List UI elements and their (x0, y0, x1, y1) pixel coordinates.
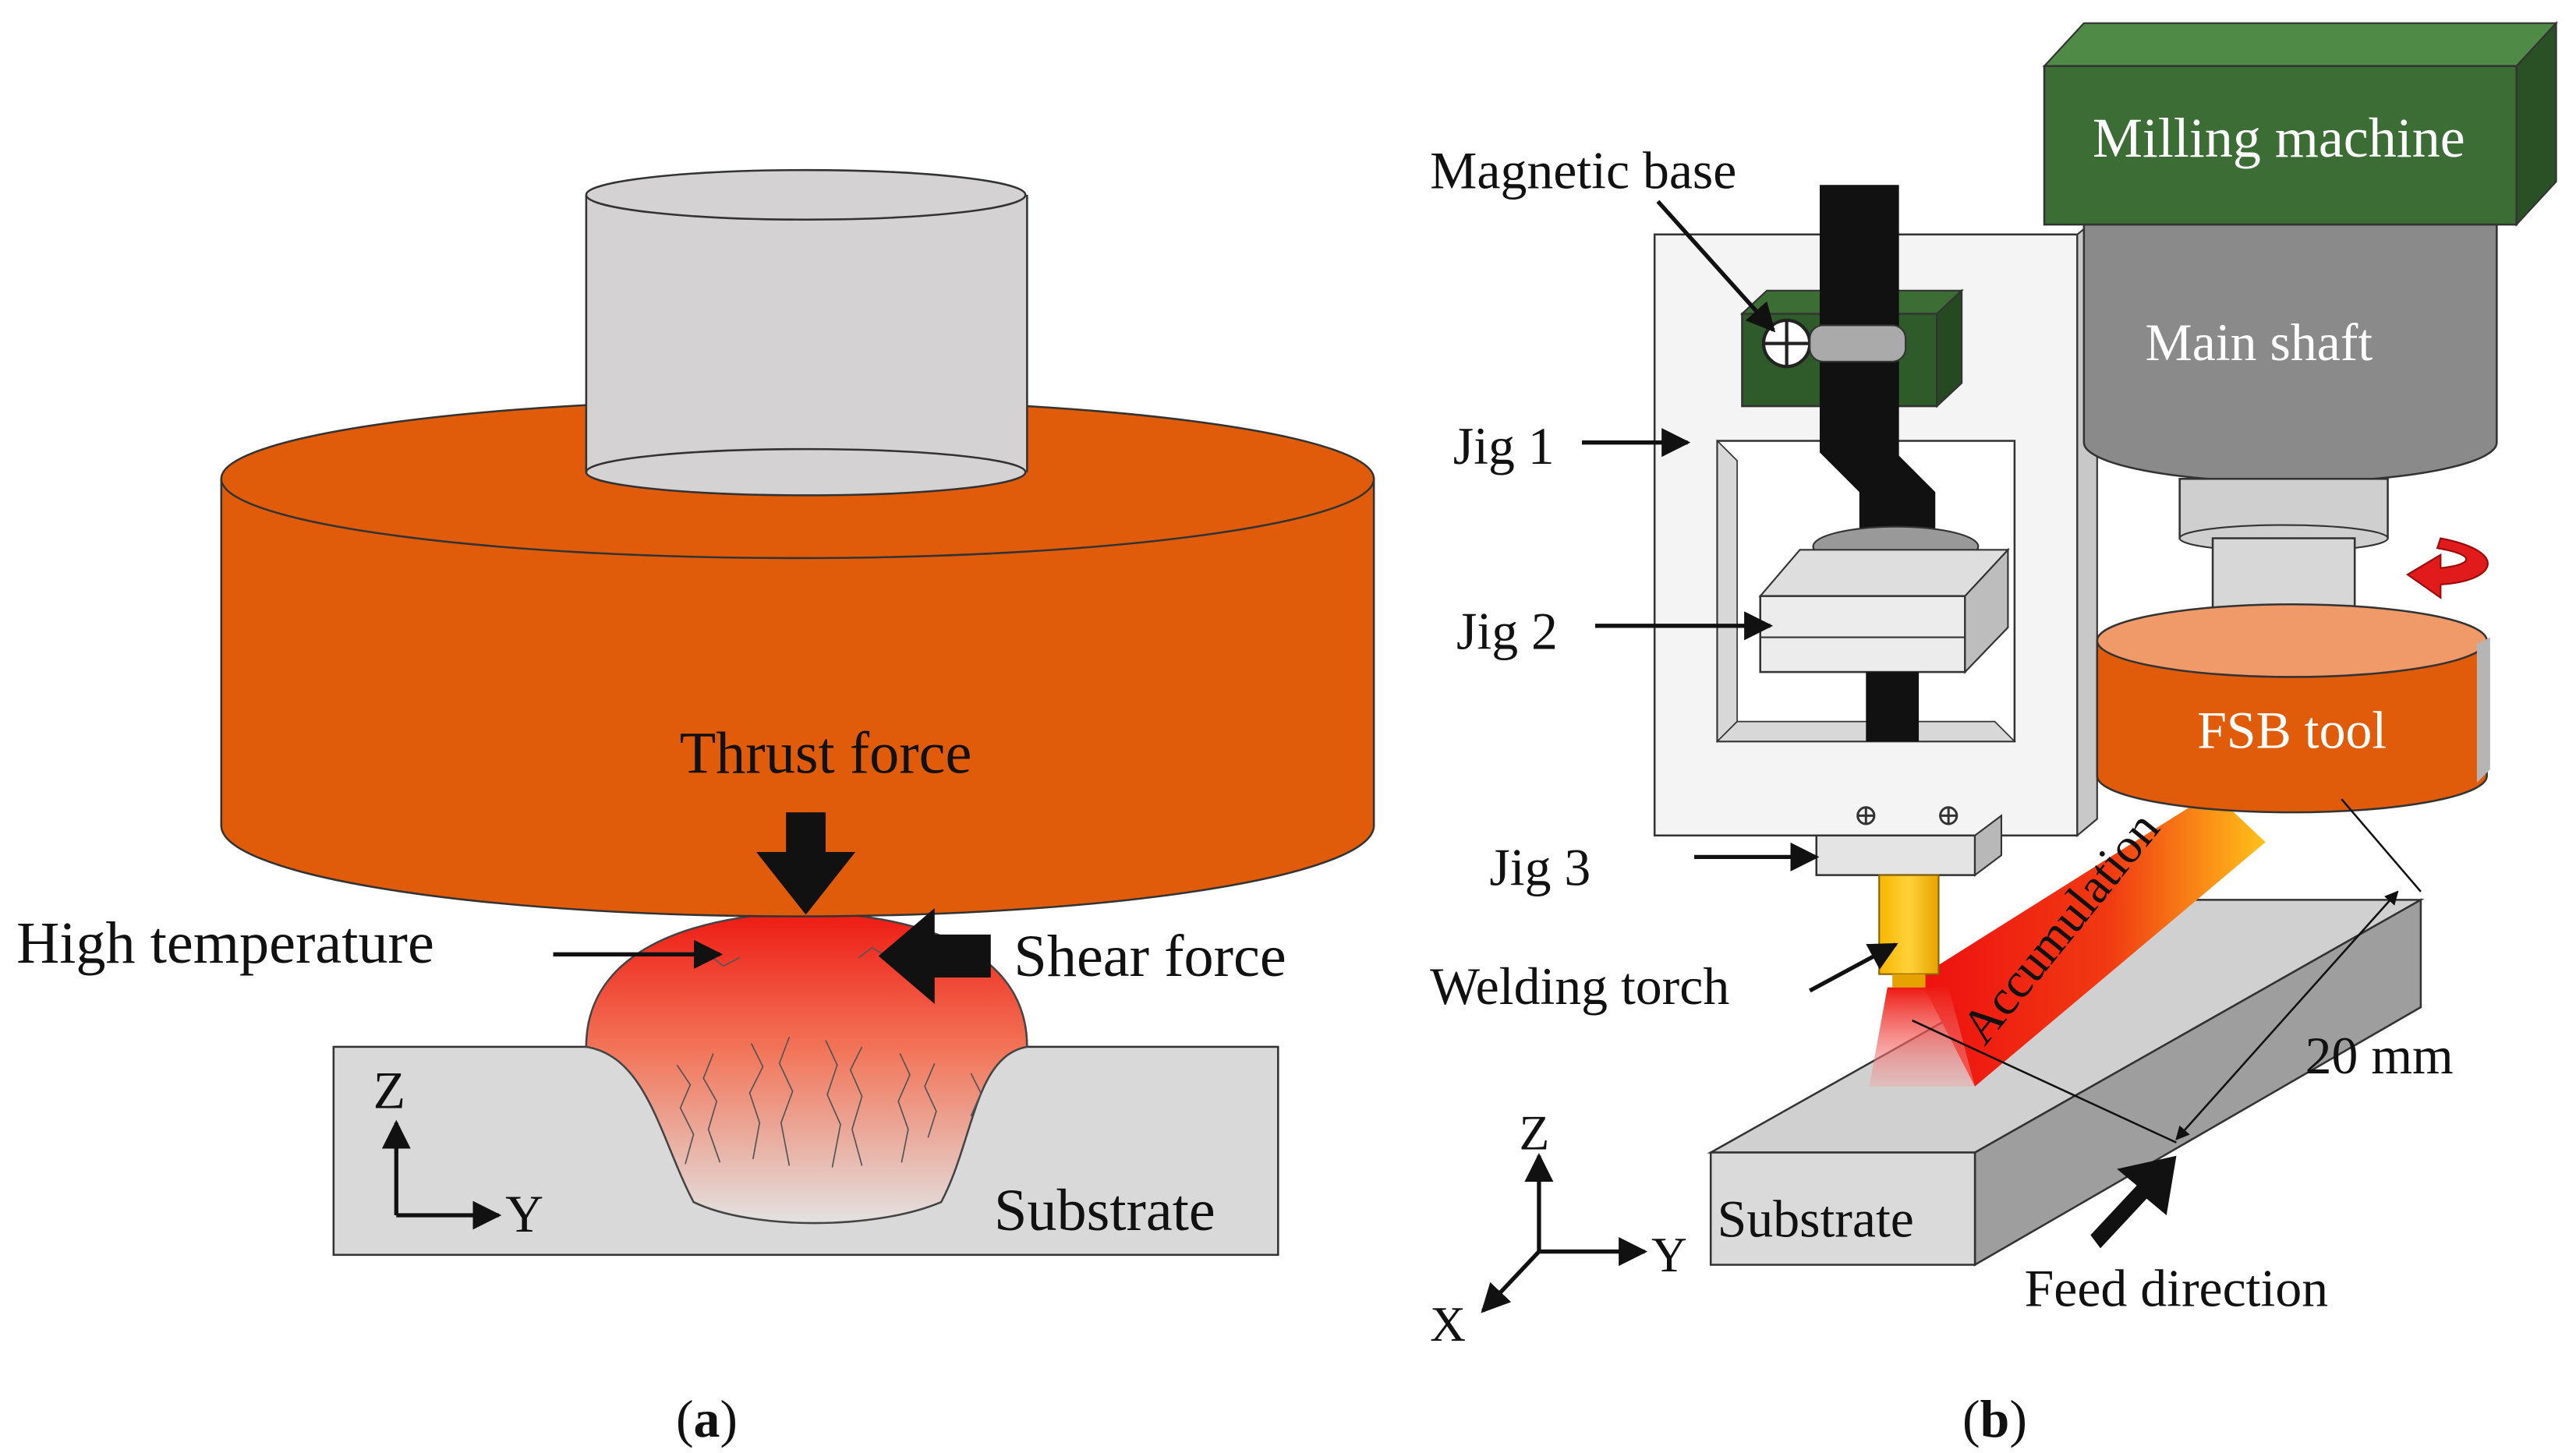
jig-3-screws (1856, 806, 1959, 825)
fsb-tool-b (2096, 639, 2488, 814)
substrate-front-b (1709, 1151, 1976, 1266)
fsb-tool-b-top (2096, 603, 2488, 678)
welding-torch (1878, 874, 1940, 975)
main-shaft-label: Main shaft (2146, 313, 2373, 372)
fsb-tool-body-a (220, 478, 1375, 917)
dimension-ext-top (2341, 798, 2422, 893)
caption-a-letter: a (694, 1390, 720, 1448)
axis-x-arrow-b (1481, 1250, 1541, 1313)
dimension-arrow (2175, 890, 2399, 1140)
magnetic-base-side (1936, 288, 1963, 408)
caption-a-paren-close: ) (720, 1390, 738, 1448)
axis-x-label-b: X (1430, 1296, 1466, 1352)
caption-b: (b) (1962, 1390, 2027, 1448)
jig-3-label: Jig 3 (1489, 838, 1591, 896)
melt-flow (1869, 987, 1976, 1087)
dimension-ext-bottom (1912, 1019, 2177, 1144)
panel-b: Magnetic base Milling machine Main shaft… (1430, 20, 2559, 1448)
shear-force-arrow (878, 908, 991, 1004)
jig-1-label: Jig 1 (1453, 417, 1555, 475)
thrust-force-arrow (756, 812, 856, 915)
shear-force-label: Shear force (1014, 924, 1286, 989)
accumulation-strip (1919, 792, 2266, 1087)
caption-b-letter: b (1980, 1390, 2010, 1448)
stir-zone (585, 910, 1028, 1225)
magnetic-base-label: Magnetic base (1430, 141, 1736, 200)
panel-a: Thrust force High temperature Shear forc… (16, 168, 1375, 1448)
substrate-label-a: Substrate (994, 1178, 1215, 1243)
caption-a: (a) (676, 1390, 738, 1448)
rotation-arrow-icon (2406, 537, 2489, 599)
welding-torch-tip (1892, 974, 1926, 988)
feed-direction-label: Feed direction (2025, 1259, 2329, 1317)
axis-z-label-b: Z (1520, 1105, 1550, 1160)
magnetic-base-pointer (1656, 200, 1776, 333)
axes-b: Z Y X (1430, 1105, 1687, 1352)
tool-shaft-top-a (585, 168, 1027, 221)
jig-3-side (1974, 814, 2003, 877)
milling-machine-side (2515, 20, 2557, 227)
welding-torch-label: Welding torch (1430, 957, 1729, 1016)
milling-machine (2043, 65, 2518, 226)
jig-3 (1815, 834, 1976, 876)
milling-machine-top (2042, 22, 2559, 67)
jig-2 (1759, 595, 1966, 673)
axes-a: Z Y (373, 1061, 543, 1243)
jig-1-window-bevel (1716, 439, 1738, 744)
tool-shaft-bottom-a (585, 447, 1027, 497)
high-temperature-label: High temperature (16, 910, 434, 976)
jig-2-label: Jig 2 (1456, 602, 1558, 660)
tool-shaft-a (586, 194, 1028, 472)
feed-direction-arrow (2090, 1155, 2177, 1249)
caption-a-paren-open: ( (676, 1390, 694, 1448)
fsb-tool-label: FSB tool (2197, 702, 2387, 760)
holder-arm (1819, 185, 1936, 555)
welding-torch-pointer (1809, 942, 1898, 993)
axis-y-label-a: Y (505, 1185, 543, 1243)
holder-rod (1866, 672, 1920, 742)
holder-arm-clamp (1809, 324, 1907, 362)
substrate-label-b: Substrate (1718, 1190, 1914, 1249)
jig-2-side (1964, 547, 2009, 674)
thrust-force-label: Thrust force (680, 720, 972, 786)
caption-b-paren-open: ( (1962, 1390, 1980, 1448)
axis-y-label-b: Y (1651, 1227, 1687, 1282)
axis-z-label-a: Z (373, 1061, 405, 1119)
dimension-label: 20 mm (2305, 1027, 2454, 1085)
milling-machine-label: Milling machine (2093, 107, 2465, 169)
caption-b-paren-close: ) (2009, 1390, 2027, 1448)
fsb-tool-b-side (2476, 637, 2490, 783)
